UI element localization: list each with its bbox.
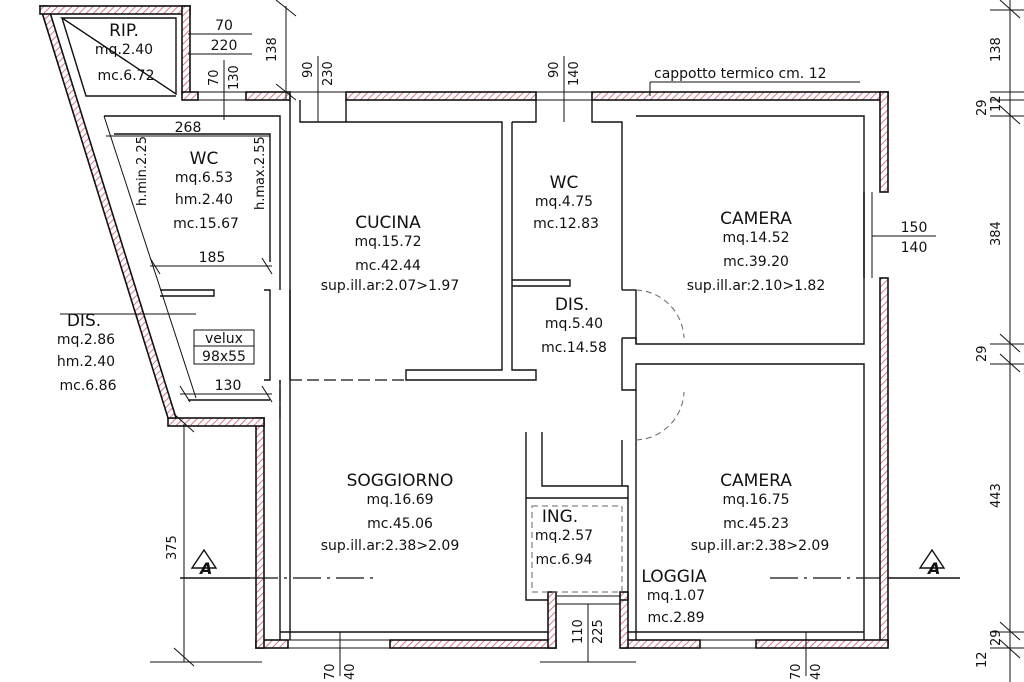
room-dis-left: DIS. mq.2.86 hm.2.40 mc.6.86 [57, 311, 117, 394]
room-area: mq.2.57 [535, 528, 593, 544]
dim-230: 230 [321, 61, 336, 86]
dim-right-443: 443 [989, 483, 1004, 508]
dim-right-12-a: 12 [989, 95, 1004, 112]
dim-268: 268 [175, 120, 202, 136]
room-name: CAMERA [720, 209, 792, 229]
room-camera-top: CAMERA mq.14.52 mc.39.20 sup.ill.ar:2.10… [687, 209, 826, 294]
room-volume: mc.6.94 [536, 552, 593, 568]
dim-right-12-b: 12 [975, 651, 990, 668]
dim-right-384: 384 [989, 221, 1004, 246]
dim-right-29-a: 29 [975, 99, 990, 116]
room-camera-bottom: CAMERA mq.16.75 mc.45.23 sup.ill.ar:2.38… [691, 471, 830, 554]
room-area: mq.6.53 [175, 170, 233, 186]
dim-130-bottom: 130 [215, 378, 242, 394]
dim-right-29-c: 29 [989, 629, 1004, 646]
room-name: CUCINA [355, 213, 421, 233]
room-rip: RIP. mq.2.40 mc.6.72 [95, 21, 155, 84]
dim-140-top: 140 [567, 61, 582, 86]
velux-size: 98x55 [202, 349, 246, 365]
dim-225: 225 [591, 619, 606, 644]
dimension-texts: 70 220 138 70 130 90 230 90 140 268 185 … [165, 18, 1004, 680]
dim-110: 110 [571, 619, 586, 644]
room-volume: mc.2.89 [648, 610, 705, 626]
room-area: mq.16.69 [366, 492, 433, 508]
room-volume: mc.14.58 [541, 340, 607, 356]
door-swings [279, 289, 685, 593]
cappotto-note: cappotto termico cm. 12 [654, 66, 827, 82]
dim-138-top: 138 [265, 37, 280, 62]
dim-185: 185 [199, 250, 226, 266]
hmin-label: h.min.2.25 [135, 136, 150, 206]
room-area: mq.4.75 [535, 194, 593, 210]
room-volume: mc.6.86 [60, 378, 117, 394]
room-height: hm.2.40 [175, 192, 233, 208]
room-lighting: sup.ill.ar:2.10>1.82 [687, 278, 826, 294]
room-volume: mc.42.44 [355, 258, 421, 274]
exterior-walls [38, 5, 889, 649]
room-ing: ING. mq.2.57 mc.6.94 [535, 507, 593, 568]
velux-label: velux [205, 331, 243, 347]
room-volume: mc.15.67 [173, 216, 239, 232]
room-volume: mc.45.06 [367, 516, 433, 532]
room-area: mq.5.40 [545, 316, 603, 332]
room-volume: mc.39.20 [723, 254, 789, 270]
room-wc-left: WC mq.6.53 hm.2.40 mc.15.67 [173, 149, 239, 232]
dim-375: 375 [165, 535, 180, 560]
velux-window: velux 98x55 [193, 329, 255, 365]
room-name: WC [550, 173, 579, 193]
dim-right-138: 138 [989, 37, 1004, 62]
dim-70-top: 70 [215, 18, 233, 34]
room-area: mq.1.07 [647, 588, 705, 604]
room-wc-center: WC mq.4.75 mc.12.83 [533, 173, 599, 232]
room-loggia: LOGGIA mq.1.07 mc.2.89 [641, 567, 707, 626]
dim-220: 220 [211, 38, 238, 54]
room-name: CAMERA [720, 471, 792, 491]
dim-40-bottom-left: 40 [343, 663, 358, 680]
dim-70-bottom-right: 70 [789, 663, 804, 680]
dim-140-right: 140 [901, 240, 928, 256]
interior-walls [59, 17, 873, 649]
room-volume: mc.45.23 [723, 516, 789, 532]
room-height: hm.2.40 [57, 354, 115, 370]
room-name: WC [190, 149, 219, 169]
room-area: mq.16.75 [722, 492, 789, 508]
dim-90-b: 90 [547, 61, 562, 78]
room-lighting: sup.ill.ar:2.38>2.09 [321, 538, 460, 554]
room-name: DIS. [67, 311, 101, 331]
room-volume: mc.12.83 [533, 216, 599, 232]
room-name: RIP. [109, 21, 139, 41]
room-name: DIS. [555, 295, 589, 315]
dimension-lines [60, 0, 1024, 682]
room-soggiorno: SOGGIORNO mq.16.69 mc.45.06 sup.ill.ar:2… [321, 471, 460, 554]
room-area: mq.2.86 [57, 332, 115, 348]
room-dis-center: DIS. mq.5.40 mc.14.58 [541, 295, 607, 356]
room-cucina: CUCINA mq.15.72 mc.42.44 sup.ill.ar:2.07… [321, 213, 460, 294]
room-volume: mc.6.72 [98, 68, 155, 84]
room-name: ING. [542, 507, 578, 527]
dim-40-bottom-right: 40 [809, 663, 824, 680]
section-label-right: A [926, 559, 940, 578]
room-area: mq.14.52 [722, 230, 789, 246]
room-lighting: sup.ill.ar:2.07>1.97 [321, 278, 460, 294]
room-area: mq.15.72 [354, 234, 421, 250]
room-name: LOGGIA [641, 567, 707, 587]
room-area: mq.2.40 [95, 42, 153, 58]
section-label-left: A [198, 559, 212, 578]
dim-130-vert: 130 [227, 65, 242, 90]
room-lighting: sup.ill.ar:2.38>2.09 [691, 538, 830, 554]
dim-70-vert: 70 [207, 69, 222, 86]
room-name: SOGGIORNO [347, 471, 454, 491]
hmax-label: h.max.2.55 [253, 136, 268, 210]
dim-right-29-b: 29 [975, 345, 990, 362]
dim-90-a: 90 [301, 61, 316, 78]
dim-150: 150 [901, 220, 928, 236]
dim-70-bottom-left: 70 [323, 663, 338, 680]
section-line [180, 548, 960, 579]
